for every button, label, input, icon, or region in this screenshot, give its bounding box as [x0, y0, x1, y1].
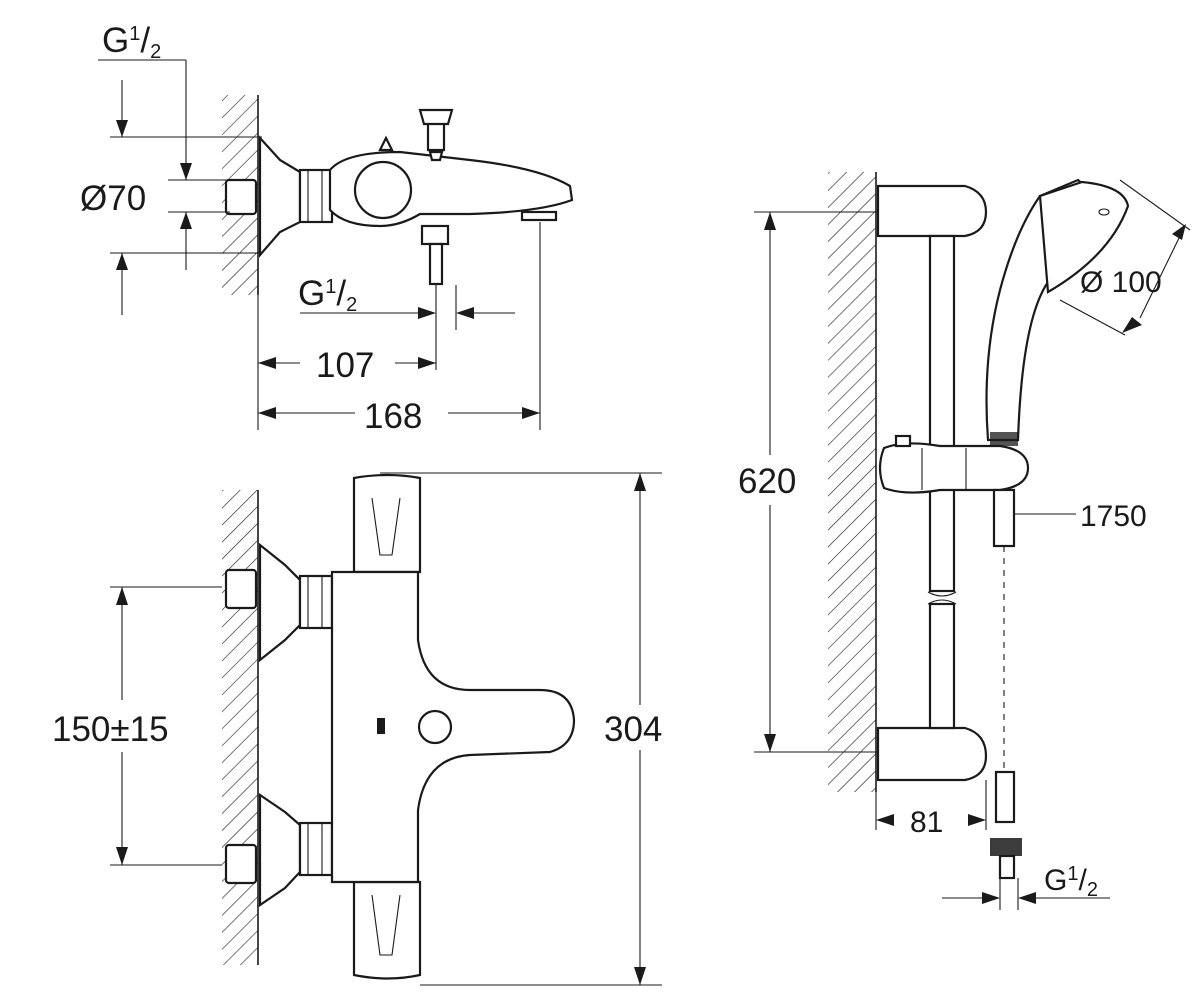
dim-620-label: 620	[738, 462, 796, 501]
dim-150-label: 150±15	[52, 710, 169, 749]
dim-304-label: 304	[604, 710, 662, 749]
wall-hatch-rail	[828, 172, 876, 792]
side-view: G1/2 Ø70 G1/2 107 168	[80, 21, 574, 436]
thread-label-outlet: G1/2	[298, 274, 357, 316]
dim-168-label: 168	[364, 397, 422, 436]
hose-length-label: 1750	[1080, 500, 1147, 533]
dim-81-label: 81	[910, 806, 943, 839]
diameter-100-label: Ø 100	[1080, 266, 1162, 299]
front-view: 150±15 304	[52, 472, 662, 986]
thread-label-hose: G1/2	[1044, 863, 1098, 901]
thread-label-top: G1/2	[102, 21, 161, 63]
shower-rail-view: 620 Ø 100 1750 81 G1/2	[738, 172, 1191, 910]
wall-hatch-front	[222, 490, 258, 965]
dim-107-label: 107	[316, 346, 374, 385]
diameter-70-label: Ø70	[80, 179, 146, 218]
